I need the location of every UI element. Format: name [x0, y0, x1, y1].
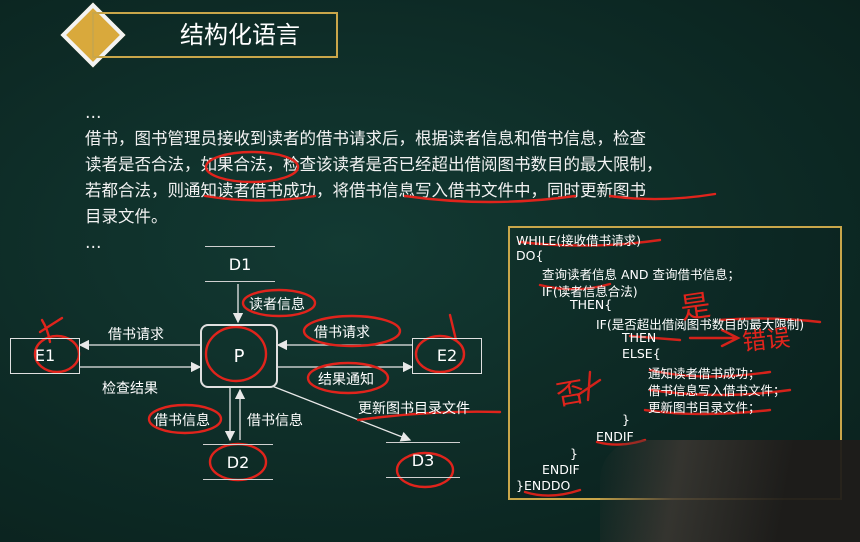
- description-paragraph: … 借书，图书管理员接收到读者的借书请求后，根据读者信息和借书信息，检查 读者是…: [85, 100, 745, 256]
- code-line-close-else: }: [622, 412, 630, 427]
- presenter-hand: [600, 440, 860, 542]
- code-line-close-then: }: [570, 446, 578, 461]
- code-line-then: THEN{: [570, 297, 613, 312]
- flow-label-p-d2: 借书信息: [154, 413, 210, 429]
- flow-label-d1-p: 读者信息: [249, 297, 305, 313]
- flow-label-e1-request: 借书请求: [108, 327, 164, 343]
- external-entity-e1: E1: [10, 338, 80, 374]
- external-entity-e1-label: E1: [34, 346, 56, 365]
- code-line-update: 更新图书目录文件；: [648, 400, 761, 415]
- process-p: P: [200, 324, 278, 388]
- code-line-write: 借书信息写入借书文件；: [648, 383, 786, 398]
- code-line-do: DO{: [516, 248, 544, 263]
- arrow-p-to-d3: [271, 385, 412, 442]
- ellipsis-top: …: [85, 103, 102, 122]
- datastore-d1-label: D1: [228, 255, 252, 274]
- para-line-4: 目录文件。: [85, 207, 168, 226]
- flow-label-e2-request: 借书请求: [314, 325, 370, 341]
- para-line-3: 若都合法，则通知读者借书成功，将借书信息写入借书文件中，同时更新图书: [85, 181, 646, 200]
- process-p-label: P: [233, 346, 245, 367]
- datastore-d2-label: D2: [226, 453, 250, 472]
- annotation-wrong: 错误: [740, 323, 792, 357]
- code-line-query: 查询读者信息 AND 查询借书信息；: [542, 267, 740, 282]
- flow-label-result-notify: 结果通知: [318, 372, 374, 388]
- code-line-endif-inner: ENDIF: [596, 429, 634, 444]
- code-line-while: WHILE(接收借书请求): [516, 233, 642, 248]
- code-line-then-inner: THEN: [622, 330, 657, 345]
- annotation-yes: 是: [678, 288, 713, 327]
- code-line-enddo: }ENDDO: [516, 478, 571, 493]
- code-line-notify: 通知读者借书成功；: [648, 366, 761, 381]
- para-line-1: 借书，图书管理员接收到读者的借书请求后，根据读者信息和借书信息，检查: [85, 129, 646, 148]
- para-line-2: 读者是否合法，如果合法，检查该读者是否已经超出借阅图书数目的最大限制，: [85, 155, 663, 174]
- code-line-if-valid: IF(读者信息合法): [542, 284, 638, 299]
- flow-label-d2-p: 借书信息: [247, 413, 303, 429]
- datastore-d3-label: D3: [411, 451, 435, 470]
- code-line-endif-outer: ENDIF: [542, 462, 580, 477]
- code-line-else: ELSE{: [622, 346, 661, 361]
- ellipsis-bottom: …: [85, 233, 102, 252]
- slide-title: 结构化语言: [92, 12, 338, 58]
- datastore-d3: D3: [386, 442, 460, 478]
- datastore-d2: D2: [203, 444, 273, 480]
- external-entity-e2-label: E2: [436, 346, 458, 365]
- flow-label-update-catalog: 更新图书目录文件: [358, 401, 470, 417]
- external-entity-e2: E2: [412, 338, 482, 374]
- flow-label-check-result: 检查结果: [102, 381, 158, 397]
- code-line-if-limit: IF(是否超出借阅图书数目的最大限制): [596, 317, 805, 332]
- datastore-d1: D1: [205, 246, 275, 282]
